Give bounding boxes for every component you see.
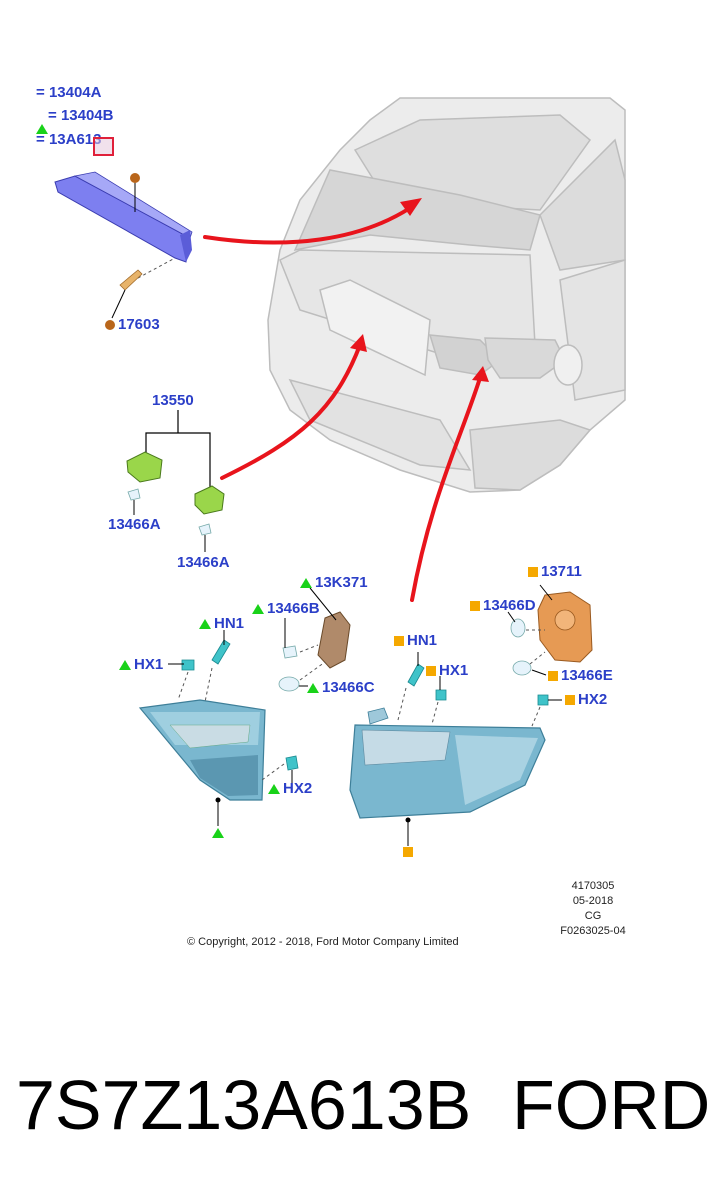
reference-line-1: 4170305 (571, 880, 615, 892)
brand-name: FORD (512, 1066, 708, 1144)
legend-row-square: = 13404A (36, 84, 101, 101)
outer-tail-lamp (349, 707, 546, 819)
label-HN1-inner: HN1 (199, 615, 244, 633)
square-symbol-icon (548, 671, 558, 682)
bulb-holder-13K371 (317, 611, 351, 669)
triangle-symbol-icon (307, 683, 319, 694)
car-rear-illustration (267, 97, 626, 493)
triangle-symbol-icon (252, 604, 264, 615)
circle-symbol-icon (105, 320, 115, 331)
legend-eq: = (36, 84, 45, 101)
label-13466A-second: 13466A (177, 554, 230, 571)
square-symbol-icon (426, 666, 436, 677)
square-symbol-icon (394, 636, 404, 647)
high-mount-stop-lamp (54, 171, 193, 263)
part-number: 7S7Z13A613B (16, 1066, 472, 1144)
label-HX2-outer: HX2 (565, 691, 607, 709)
license-lamp-bracket (145, 410, 211, 490)
legend-row-circle: = 13A613 (36, 131, 101, 148)
label-13466B: 13466B (252, 600, 320, 618)
label-HX1-outer: HX1 (426, 662, 468, 680)
callout-arrows (203, 206, 482, 602)
label-HX2-inner: HX2 (268, 780, 312, 798)
square-symbol-icon (403, 847, 413, 858)
legend-row-triangle: = 13404B (36, 107, 114, 134)
label-13K371: 13K371 (300, 574, 368, 592)
outer-lamp-square-marker (403, 843, 416, 861)
reference-line-2: 05-2018 (572, 895, 614, 907)
label-13466A-first: 13466A (108, 516, 161, 533)
legend-code: 13404A (48, 84, 102, 101)
legend-code: 13A613 (48, 131, 102, 148)
highlight-marker (93, 137, 114, 156)
label-13711: 13711 (528, 563, 582, 581)
bulb-carrier-13711 (537, 591, 593, 663)
square-symbol-icon (470, 601, 480, 612)
square-symbol-icon (528, 567, 538, 578)
arrow-heads (350, 198, 489, 382)
reference-block: 4170305 05-2018 CG F0263025-04 (553, 879, 633, 939)
label-HN1-outer: HN1 (394, 632, 437, 650)
legend-eq: = (36, 131, 45, 148)
triangle-symbol-icon (36, 107, 48, 134)
triangle-symbol-icon (268, 784, 280, 795)
legend-eq: = (48, 107, 57, 124)
label-13550: 13550 (152, 392, 194, 409)
reference-line-4: F0263025-04 (560, 925, 626, 937)
label-13466E: 13466E (548, 667, 613, 685)
inner-tail-lamp (138, 699, 266, 801)
label-13466C: 13466C (307, 679, 375, 697)
triangle-symbol-icon (199, 619, 211, 630)
label-13466D: 13466D (470, 597, 536, 615)
reference-line-3: CG (584, 910, 602, 922)
square-symbol-icon (565, 695, 575, 706)
copyright-notice: © Copyright, 2012 - 2018, Ford Motor Com… (187, 936, 459, 948)
label-17603: 17603 (105, 316, 160, 334)
legend-code: 13404B (60, 107, 114, 124)
diagram-artwork (54, 97, 626, 846)
triangle-symbol-icon (300, 578, 312, 589)
triangle-symbol-icon (119, 660, 131, 671)
label-HX1-inner: HX1 (119, 656, 163, 674)
license-lamps (126, 451, 225, 536)
